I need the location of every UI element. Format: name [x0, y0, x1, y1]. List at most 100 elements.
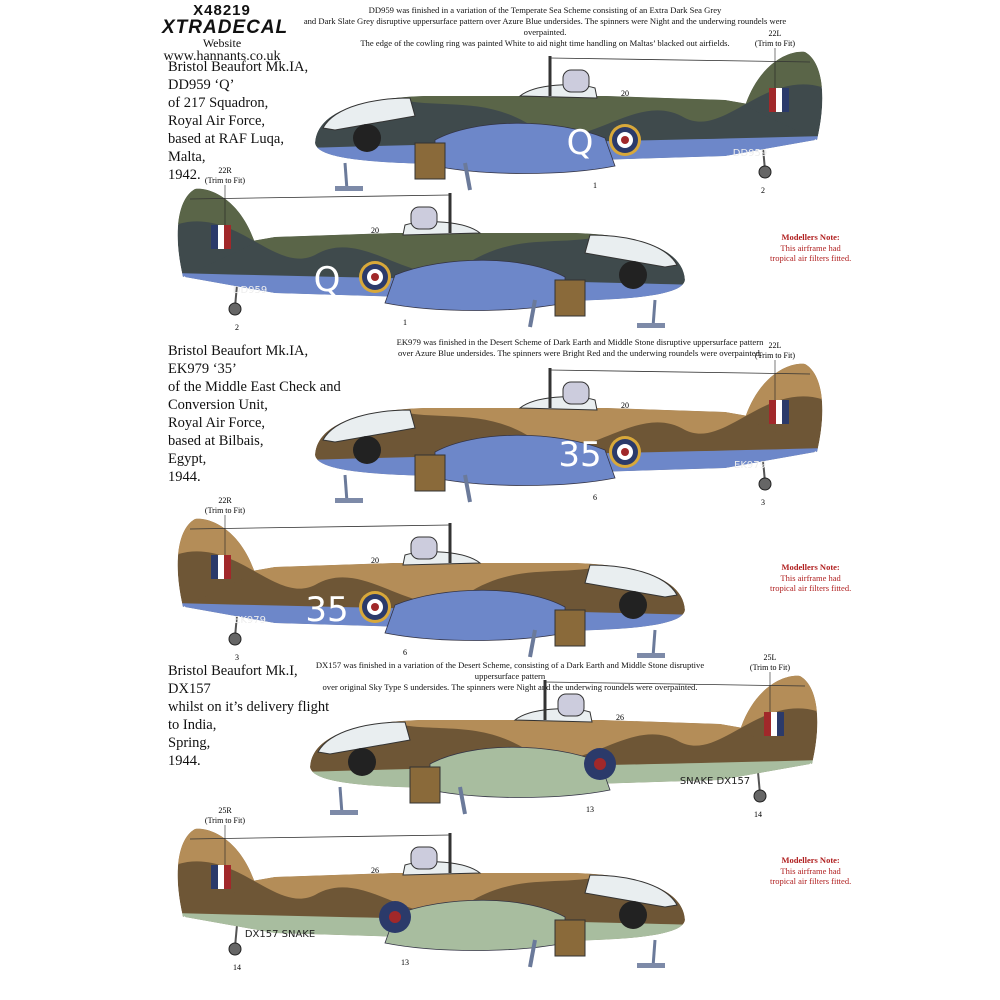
nose-glazing	[322, 409, 416, 443]
squadron-code: Q	[314, 260, 341, 300]
fin-flash-red	[764, 712, 771, 736]
callout-roundel: 20	[371, 556, 379, 565]
aerial-wire	[549, 57, 811, 63]
callout-serial: 14	[233, 963, 241, 972]
note-line: tropical air filters fitted.	[770, 876, 852, 886]
nose-gear-leg	[651, 939, 657, 968]
callout-roundel: 20	[371, 226, 379, 235]
spinner	[619, 261, 647, 289]
aerial-wire	[189, 194, 451, 200]
callout-code: 13	[401, 958, 409, 967]
fin-flash-red	[224, 865, 231, 889]
title-line: Spring,	[168, 735, 211, 751]
note-heading: Modellers Note:	[781, 855, 840, 865]
website-label: Website	[202, 36, 242, 50]
serial-number: SNAKE DX157	[680, 776, 750, 787]
fin-flash-blue	[777, 712, 784, 736]
nose-glazing	[584, 564, 678, 598]
tail-wheel	[228, 302, 242, 316]
gear-foot	[335, 498, 363, 503]
fuselage-roundel	[609, 124, 641, 156]
dorsal-turret	[410, 846, 438, 870]
title-line: Bristol Beaufort Mk.IA,	[168, 59, 309, 75]
fuselage-roundel	[609, 436, 641, 468]
description-line: over Azure Blue undersides. The spinners…	[397, 348, 763, 358]
title-line: Bristol Beaufort Mk.IA,	[168, 343, 309, 359]
fuselage-roundel	[359, 261, 391, 293]
spinner	[353, 436, 381, 464]
aerial-wire	[189, 834, 451, 840]
nose-glazing	[584, 874, 678, 908]
aircraft-title: Bristol Beaufort Mk.IA,EK979 ‘35’of the …	[168, 342, 341, 486]
title-line: based at Bilbais,	[168, 433, 264, 449]
scheme-description: EK979 was finished in the Desert Scheme …	[370, 337, 790, 359]
callout-serial: 3	[235, 653, 239, 662]
nose-gear-leg	[651, 629, 657, 658]
nose-glazing	[317, 721, 411, 755]
title-line: Royal Air Force,	[168, 415, 266, 431]
callout-code: 1	[593, 181, 597, 190]
serial-number: DX157 SNAKE	[245, 929, 315, 940]
callout-fin-flash: 22L	[769, 29, 782, 38]
title-line: of the Middle East Check and	[168, 379, 341, 395]
squadron-code: 35	[305, 590, 348, 630]
main-gear-leg	[463, 162, 472, 191]
fuselage-roundel	[584, 748, 616, 780]
squadron-code: 35	[558, 435, 601, 475]
title-line: Conversion Unit,	[168, 397, 268, 413]
gear-foot	[637, 963, 665, 968]
fin-flash-blue	[782, 400, 789, 424]
title-line: Malta,	[168, 149, 206, 165]
fin-flash-red	[769, 400, 776, 424]
description-line: and Dark Slate Grey disruptive uppersurf…	[303, 16, 787, 37]
aerial-wire	[549, 369, 811, 375]
callout-trim-note: (Trim to Fit)	[750, 663, 790, 672]
air-filter	[409, 766, 441, 804]
serial-number: EK979	[734, 460, 766, 471]
squadron-code: Q	[567, 123, 594, 163]
tail-wheel	[753, 789, 767, 803]
engine-nacelle	[434, 434, 616, 486]
description-line: DX157 was finished in a variation of the…	[315, 660, 705, 681]
fin-flash-red	[224, 225, 231, 249]
title-line: whilst on it’s delivery flight	[168, 699, 330, 715]
scheme-description: DX157 was finished in a variation of the…	[300, 660, 720, 693]
gear-foot	[330, 810, 358, 815]
tail-wheel	[758, 165, 772, 179]
xtradecal-logo: X48219 XTRADECAL Website www.hannants.co…	[162, 2, 287, 65]
note-heading: Modellers Note:	[781, 562, 840, 572]
title-line: of 217 Squadron,	[168, 95, 269, 111]
fuselage-roundel	[379, 901, 411, 933]
fin-flash-blue	[211, 225, 218, 249]
callout-code: 6	[403, 648, 407, 657]
gear-foot	[637, 653, 665, 658]
callout-fin-flash: 22R	[218, 166, 232, 175]
title-line: Royal Air Force,	[168, 113, 266, 129]
serial-number: DD959	[233, 285, 268, 296]
callout-code: 6	[593, 493, 597, 502]
nose-glazing	[584, 234, 678, 268]
main-gear-leg	[528, 939, 537, 968]
callout-roundel: 26	[371, 866, 379, 875]
main-gear-leg	[528, 629, 537, 658]
callout-serial: 3	[761, 498, 765, 507]
main-gear-leg	[528, 299, 537, 328]
callout-fin-flash: 22L	[769, 341, 782, 350]
website-url[interactable]: www.hannants.co.uk	[163, 49, 281, 64]
nose-gear-leg	[343, 474, 349, 503]
air-filter	[554, 609, 586, 647]
dorsal-turret	[562, 69, 590, 93]
dorsal-turret	[410, 536, 438, 560]
callout-serial: 2	[761, 186, 765, 195]
air-filter	[414, 142, 446, 180]
spinner	[619, 901, 647, 929]
fin-flash-blue	[782, 88, 789, 112]
air-filter	[554, 279, 586, 317]
title-line: to India,	[168, 717, 217, 733]
engine-nacelle	[384, 899, 566, 951]
